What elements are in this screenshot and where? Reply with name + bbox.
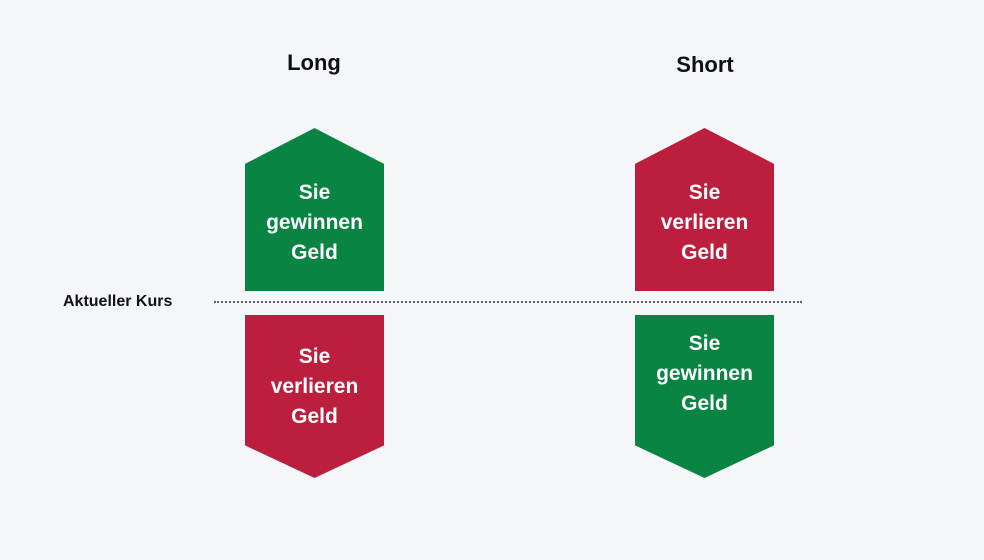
long-up-line-1: Sie <box>298 181 331 204</box>
short-up-line-2: verlieren <box>660 211 749 234</box>
short-down-line-1: Sie <box>688 332 721 355</box>
long-up-arrow-shape <box>245 128 384 291</box>
short-down-arrow-shape <box>635 315 774 478</box>
short-down-label: Sie gewinnen Geld <box>635 329 774 419</box>
long-down-line-2: verlieren <box>270 375 359 398</box>
long-up-line-2: gewinnen <box>266 211 363 234</box>
short-up-arrow-shape <box>635 128 774 291</box>
long-up-arrow: Sie gewinnen Geld <box>245 128 384 291</box>
long-down-line-3: Geld <box>291 405 338 428</box>
short-up-line-1: Sie <box>688 181 721 204</box>
current-price-label: Aktueller Kurs <box>63 293 173 310</box>
short-up-label: Sie verlieren Geld <box>635 178 774 268</box>
long-column-title: Long <box>287 50 341 75</box>
short-down-arrow: Sie gewinnen Geld <box>635 315 774 478</box>
long-up-line-3: Geld <box>291 241 338 264</box>
long-up-label: Sie gewinnen Geld <box>245 178 384 268</box>
long-down-arrow: Sie verlieren Geld <box>245 315 384 478</box>
current-price-line <box>214 301 802 303</box>
long-down-arrow-shape <box>245 315 384 478</box>
short-up-line-3: Geld <box>681 241 728 264</box>
long-down-label: Sie verlieren Geld <box>245 342 384 432</box>
long-down-line-1: Sie <box>298 345 331 368</box>
short-down-line-2: gewinnen <box>656 362 753 385</box>
short-up-arrow: Sie verlieren Geld <box>635 128 774 291</box>
short-column-title: Short <box>676 52 734 77</box>
short-down-line-3: Geld <box>681 392 728 415</box>
